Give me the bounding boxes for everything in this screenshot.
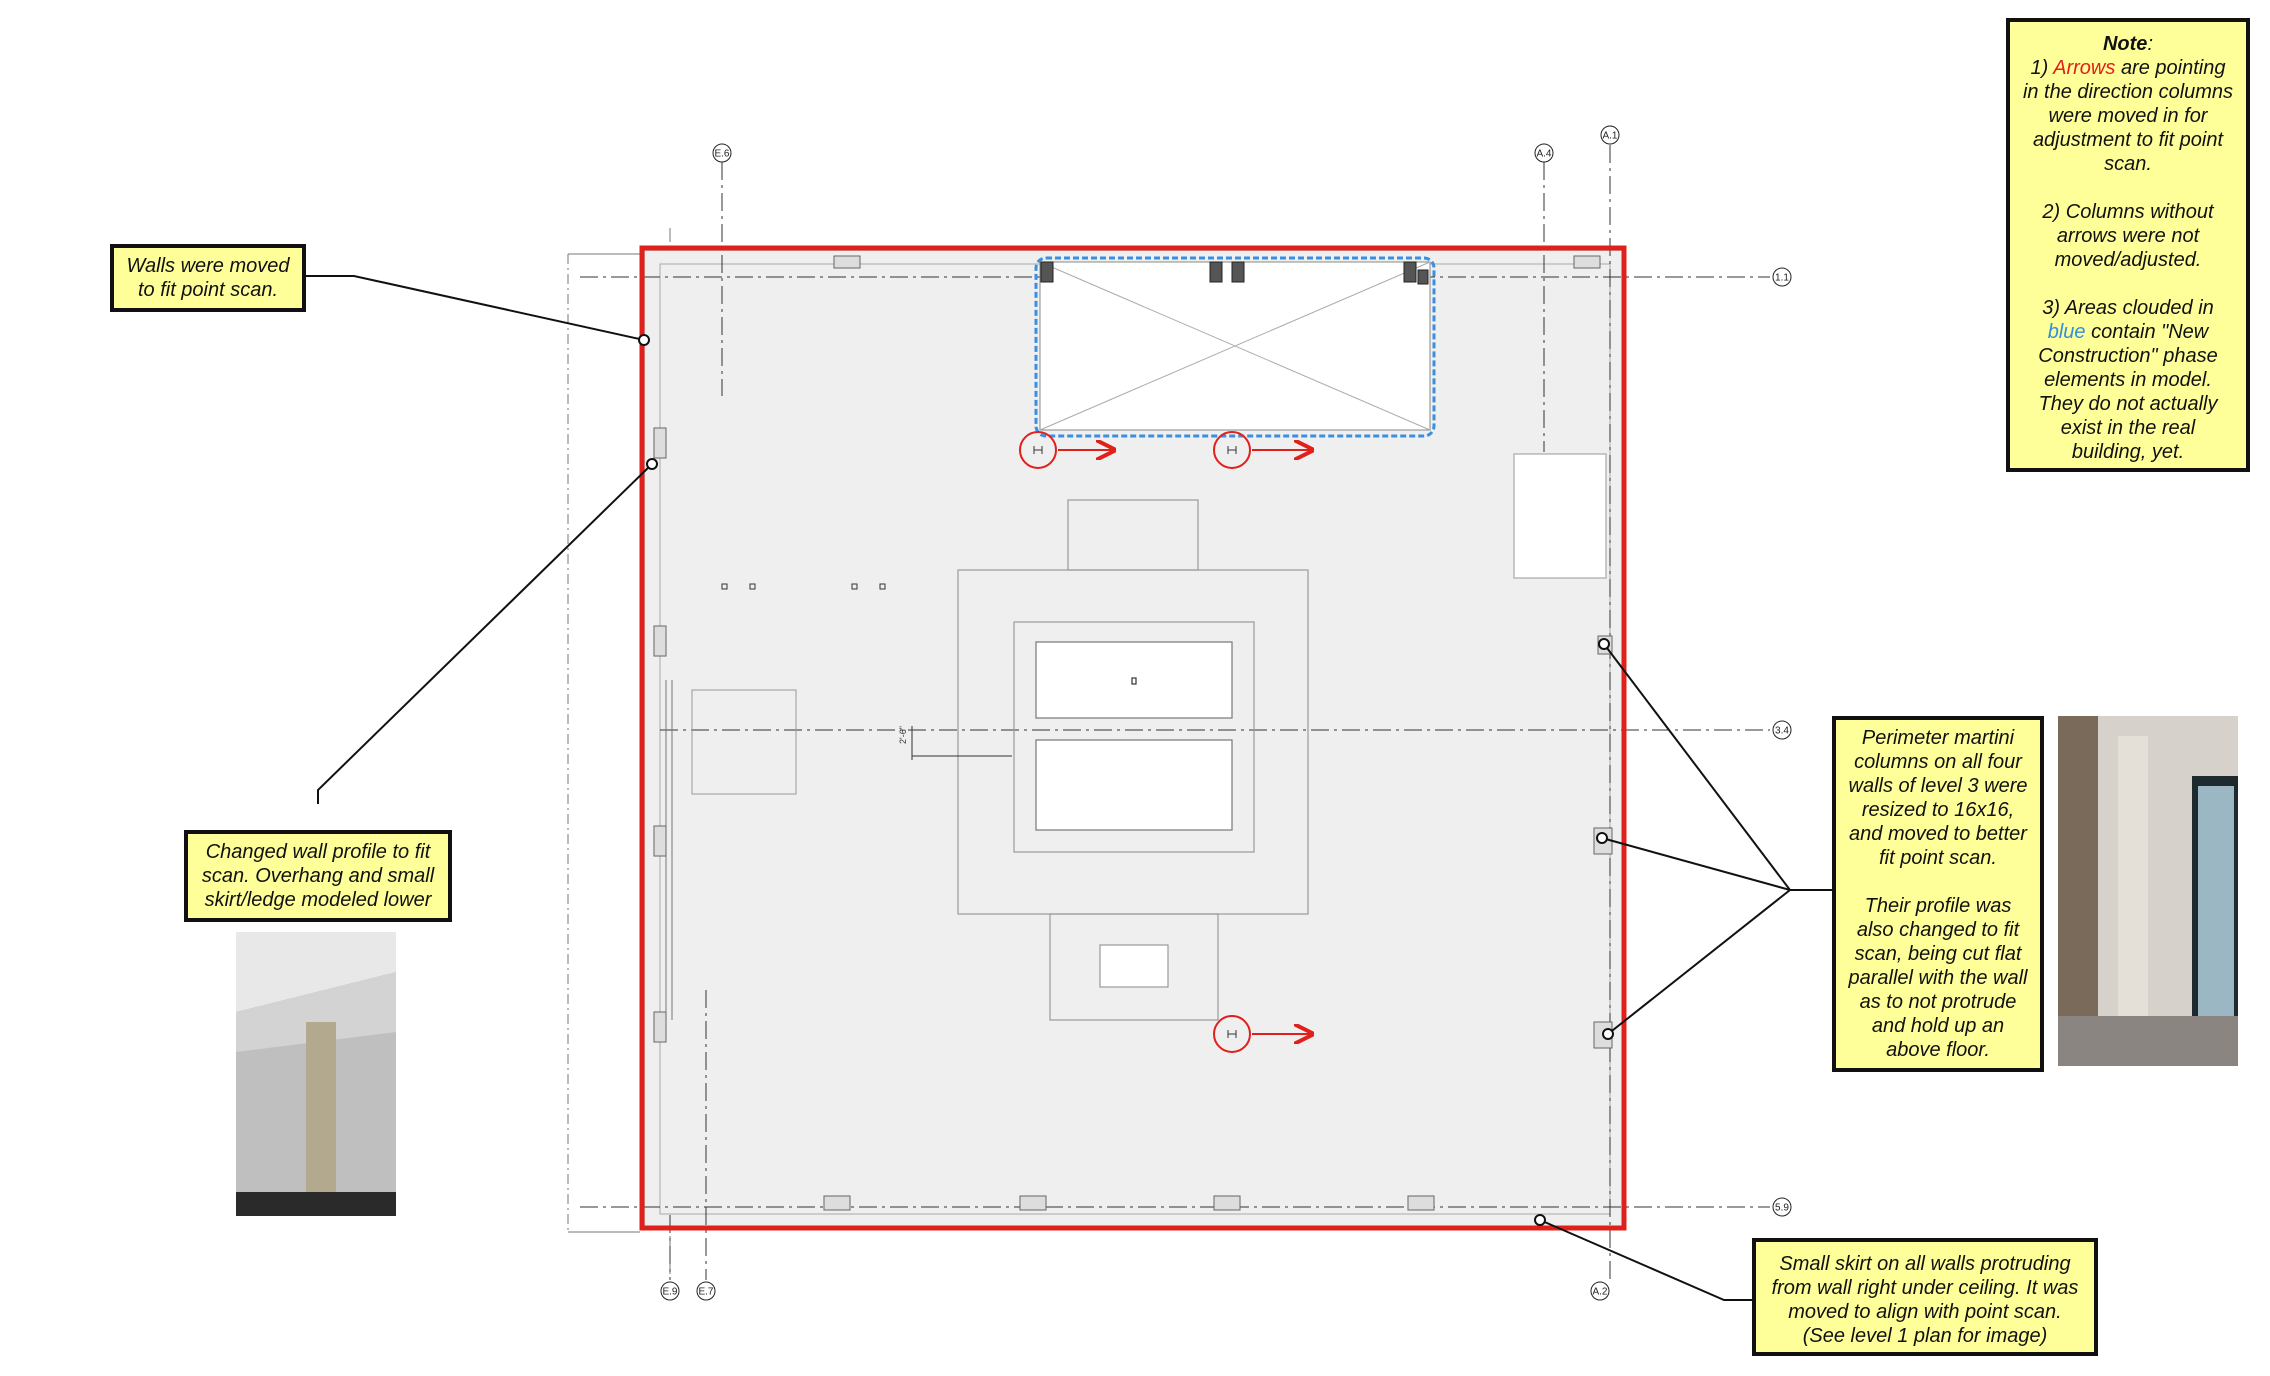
note-item3-line: building, yet. (2071, 441, 2185, 463)
note-blue-highlight: blue (2047, 321, 2086, 343)
scan-boundary (639, 245, 1627, 1231)
callout-line: scan. Overhang and small (201, 865, 435, 887)
grid-label-5-9: 5.9 (1775, 1203, 1789, 1214)
callout-line: also changed to fit (1856, 919, 2020, 941)
grid-bubble-1-1 (1772, 267, 1792, 287)
adjusted-column-circle (1213, 431, 1251, 469)
revision-cloud (1034, 256, 1436, 438)
dimension-text: 2'-6" (898, 726, 908, 744)
note-item3-line: contain "New (2091, 321, 2209, 343)
callout-line: Changed wall profile to fit (205, 841, 431, 863)
grid-bubbles (660, 125, 1792, 1301)
note-item1-line: are pointing (2120, 57, 2226, 79)
callout-line: to fit point scan. (137, 279, 279, 301)
note-item2-line: moved/adjusted. (2054, 249, 2202, 271)
adjusted-column-circle (1019, 431, 1057, 469)
grid-bubble-e9 (660, 1281, 680, 1301)
note-item3-line: elements in model. (2044, 369, 2212, 391)
callout-line: moved to align with point scan. (1788, 1301, 2062, 1323)
note-item2-line: arrows were not (2056, 225, 2200, 247)
grid-label-3-4: 3.4 (1775, 726, 1789, 737)
leader-dots (638, 334, 1614, 1226)
grid-bubble-3-4 (1772, 720, 1792, 740)
note-item1-line: adjustment to fit point (2032, 129, 2224, 151)
callout-line: and moved to better (1849, 823, 2027, 845)
small-skirt-callout: Small skirt on all walls protruding from… (1752, 1238, 2098, 1356)
grid-label-a2: A.2 (1592, 1287, 1607, 1298)
callout-line: scan, being cut flat (1854, 943, 2022, 965)
callout-line: above floor. (1886, 1039, 1990, 1061)
callout-line: columns on all four (1854, 751, 2022, 773)
grid-bubble-a2 (1590, 1281, 1610, 1301)
wall-profile-callout: Changed wall profile to fit scan. Overha… (184, 830, 452, 922)
grid-label-e6: E.6 (714, 149, 729, 160)
note-arrows-highlight: Arrows (2053, 57, 2116, 79)
martini-columns-callout: Perimeter martini columns on all four wa… (1832, 716, 2044, 1072)
callout-line: resized to 16x16, (1861, 799, 2015, 821)
new-construction-opening (1034, 256, 1436, 438)
note-item2-line: 2) Columns without (2042, 201, 2214, 223)
callout-line: Small skirt on all walls protruding (1779, 1253, 2071, 1275)
walls-moved-callout: Walls were moved to fit point scan. (110, 244, 306, 312)
leader-lines (306, 275, 1832, 1301)
callout-line: walls of level 3 were (1848, 775, 2028, 797)
callout-line: as to not protrude (1859, 991, 2017, 1013)
note-item3-line: exist in the real (2060, 417, 2196, 439)
grid-label-a4: A.4 (1536, 149, 1551, 160)
callout-line: fit point scan. (1879, 847, 1997, 869)
top-columns (1040, 261, 1429, 285)
note-item1-line: were moved in for (2048, 105, 2208, 127)
grid-bubble-e7 (696, 1281, 716, 1301)
callout-line: Walls were moved (126, 255, 290, 277)
grid-bubble-e6 (712, 143, 732, 163)
note-item3-line: 3) Areas clouded in (2042, 297, 2214, 319)
callout-line: from wall right under ceiling. It was (1771, 1277, 2079, 1299)
note-item3-line: Construction" phase (2038, 345, 2218, 367)
grid-bubble-a1 (1600, 125, 1620, 145)
grid-label-1-1: 1.1 (1775, 273, 1789, 284)
note-item1-line: in the direction columns (2022, 81, 2234, 103)
grid-label-a1: A.1 (1602, 131, 1617, 142)
grid-label-e7: E.7 (698, 1287, 713, 1298)
note-box: Note: 1) Arrows are pointing in the dire… (2006, 18, 2250, 472)
callout-line: Their profile was (1864, 895, 2012, 917)
callout-line: Perimeter martini (1861, 727, 2015, 749)
martini-column-photo (2058, 716, 2238, 1066)
grid-bubble-5-9 (1772, 1197, 1792, 1217)
misc-rooms (665, 453, 1607, 1020)
grid-label-e9: E.9 (662, 1287, 677, 1298)
callout-line: parallel with the wall (1848, 967, 2028, 989)
note-item1-number: 1) (2030, 57, 2049, 79)
grid-bubble-a4 (1534, 143, 1554, 163)
note-title: Note (2102, 33, 2148, 55)
callout-line: (See level 1 plan for image) (1802, 1325, 2048, 1347)
adjusted-column-markers (1019, 431, 1312, 1053)
central-core (957, 499, 1309, 1021)
adjusted-column-circle (1213, 1015, 1251, 1053)
note-item3-line: They do not actually (2038, 393, 2218, 415)
callout-line: skirt/ledge modeled lower (204, 889, 432, 911)
callout-line: and hold up an (1871, 1015, 2005, 1037)
wall-profile-photo (236, 932, 396, 1216)
note-item1-line: scan. (2104, 153, 2152, 175)
